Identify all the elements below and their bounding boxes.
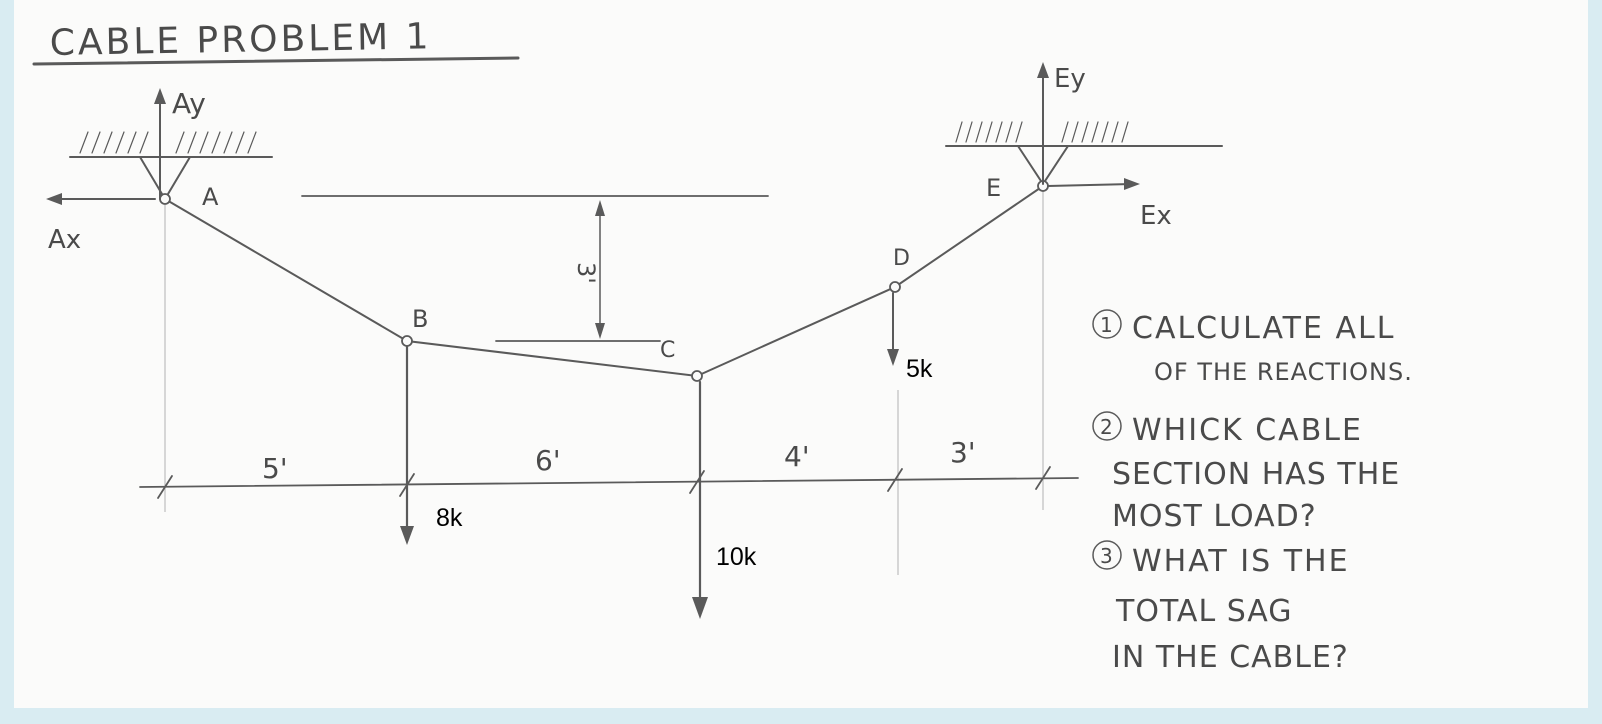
left-border xyxy=(0,0,14,724)
node-a-pin xyxy=(159,193,171,205)
node-c-pin xyxy=(691,370,703,382)
title-underline xyxy=(32,56,520,66)
reaction-ax-arrow xyxy=(46,193,156,205)
sag-label: 3' xyxy=(572,262,600,284)
diagram-title: CABLE PROBLEM 1 xyxy=(49,16,431,64)
question-2-line-1: WHICK CABLE xyxy=(1132,413,1363,448)
load-d-label: 5k xyxy=(906,355,933,383)
question-3-line-3: IN THE CABLE? xyxy=(1112,640,1349,675)
reaction-ay-arrow xyxy=(154,88,166,200)
load-c-arrow xyxy=(692,380,708,619)
node-a-label: A xyxy=(202,183,219,211)
node-e-label: E xyxy=(986,174,1001,202)
span-de-label: 3' xyxy=(950,436,976,469)
question-1-line-2: OF THE REACTIONS. xyxy=(1154,358,1413,386)
question-1-number: 1 xyxy=(1100,313,1113,337)
node-d-label: D xyxy=(893,246,910,271)
load-c-label: 10k xyxy=(716,543,757,571)
reaction-ay-label: Ay xyxy=(172,87,206,120)
bottom-border xyxy=(0,708,1602,724)
question-2-number: 2 xyxy=(1100,415,1113,439)
node-d-pin xyxy=(889,281,901,293)
reaction-ey-label: Ey xyxy=(1054,64,1086,94)
reaction-ax-label: Ax xyxy=(48,225,81,255)
question-3-line-1: WHAT IS THE xyxy=(1132,544,1350,579)
load-d-arrow xyxy=(887,292,899,366)
question-2-line-3: MOST LOAD? xyxy=(1112,499,1317,534)
node-b-pin xyxy=(401,335,413,347)
question-3: 3 WHAT IS THE TOTAL SAG IN THE CABLE? xyxy=(1092,540,1350,675)
reaction-ex-label: Ex xyxy=(1140,201,1172,231)
reaction-ey-arrow xyxy=(1037,62,1049,185)
question-2-line-2: SECTION HAS THE xyxy=(1112,457,1400,492)
span-cd-label: 4' xyxy=(784,440,810,473)
question-2: 2 WHICK CABLE SECTION HAS THE MOST LOAD? xyxy=(1092,411,1400,534)
node-c-label: C xyxy=(660,338,675,363)
node-b-label: B xyxy=(412,305,428,333)
load-b-label: 8k xyxy=(436,504,463,532)
span-ab-label: 5' xyxy=(262,452,288,485)
question-1-line-1: CALCULATE ALL xyxy=(1132,311,1395,346)
question-3-line-2: TOTAL SAG xyxy=(1115,594,1293,629)
paper-sheet xyxy=(14,0,1588,708)
question-1: 1 CALCULATE ALL OF THE REACTIONS. xyxy=(1092,309,1413,386)
sag-dimension xyxy=(301,195,769,342)
reaction-ex-arrow xyxy=(1047,178,1140,190)
question-3-number: 3 xyxy=(1100,544,1113,568)
load-b-arrow xyxy=(400,345,414,545)
span-bc-label: 6' xyxy=(535,444,561,477)
support-e xyxy=(945,121,1223,186)
support-a xyxy=(69,131,273,201)
